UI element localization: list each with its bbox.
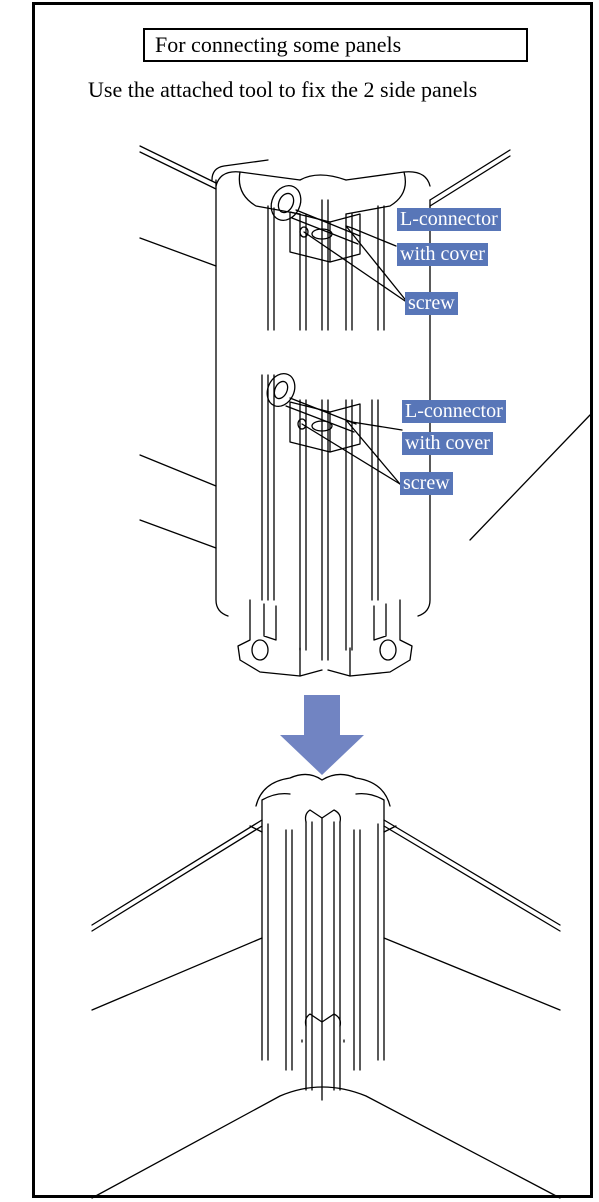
l-connector-top <box>289 211 361 263</box>
callout-top-connector-line2: with cover <box>397 243 488 266</box>
left-panel-top <box>139 145 269 617</box>
corner-post-middle <box>261 374 379 661</box>
l-connector-bottom <box>289 401 361 453</box>
right-panel-top <box>417 149 591 617</box>
callout-bottom-screw: screw <box>400 472 453 495</box>
corner-feet <box>237 599 413 677</box>
tool-bottom <box>266 372 357 433</box>
callout-bottom-connector-line2: with cover <box>402 432 493 455</box>
connected-corner-post <box>255 773 391 1101</box>
callout-bottom-connector-line1: L-connector <box>402 400 506 423</box>
connected-right-panel <box>383 819 561 1011</box>
bottom-panel-edges <box>91 1086 561 1199</box>
callout-top-screw: screw <box>405 292 458 315</box>
instruction-text: Use the attached tool to fix the 2 side … <box>88 77 478 102</box>
leader-lines-top <box>303 225 409 304</box>
arrow-down-icon <box>280 695 364 775</box>
tool-top <box>270 184 361 245</box>
callout-top-connector-line1: L-connector <box>397 208 501 231</box>
connected-left-panel <box>91 819 263 1011</box>
leader-lines-bottom <box>301 419 403 485</box>
page-title: For connecting some panels <box>155 32 402 57</box>
title-box: For connecting some panels <box>143 28 528 62</box>
